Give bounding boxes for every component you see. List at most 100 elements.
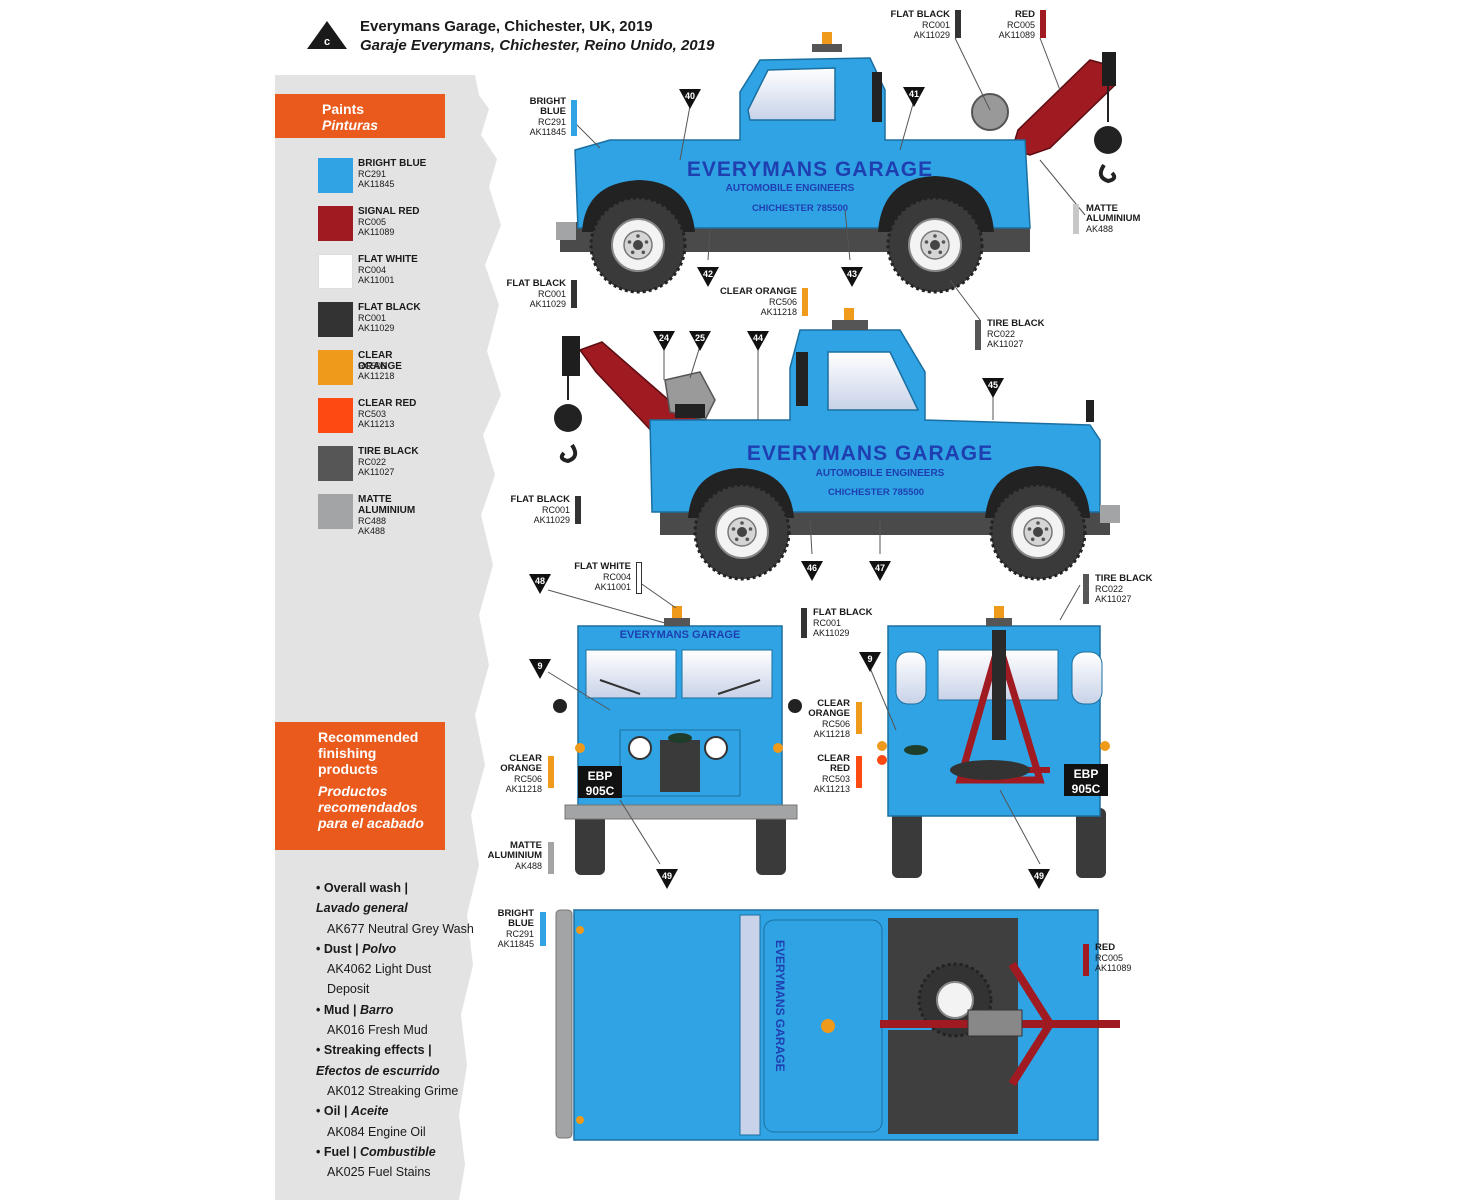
paint-code: RC004	[358, 265, 387, 275]
callout-bar	[856, 756, 862, 788]
paint-code: RC291	[358, 169, 387, 179]
svg-text:CHICHESTER 785500: CHICHESTER 785500	[752, 203, 848, 214]
svg-text:CHICHESTER 785500: CHICHESTER 785500	[828, 487, 924, 498]
triangle-marker-icon	[801, 561, 823, 581]
callout-bar	[1083, 574, 1089, 604]
callout-bar	[955, 10, 961, 38]
color-chip	[318, 350, 353, 385]
front-view: EVERYMANS GARAGE EBP 905C	[553, 606, 802, 875]
finishing-item-title: • Dust | Polvo	[316, 941, 397, 956]
paint-name: FLAT WHITE	[358, 254, 418, 265]
step-marker: 9	[858, 651, 882, 673]
finishing-item-title: • Mud | Barro	[316, 1002, 394, 1017]
paints-heading: Paints Pinturas	[275, 94, 445, 138]
paint-name: CLEAR RED	[358, 398, 417, 409]
callout-bar	[801, 608, 807, 638]
color-chip	[318, 302, 353, 337]
title-english: Everymans Garage, Chichester, UK, 2019	[360, 18, 653, 35]
paint-name: MATTE ALUMINIUM	[358, 494, 416, 516]
paint-name: BRIGHT BLUE	[358, 158, 427, 169]
side-view-right: EVERYMANS GARAGE AUTOMOBILE ENGINEERS CH…	[554, 308, 1120, 581]
paint-name: TIRE BLACK	[358, 446, 419, 457]
finishing-item-product: AK4062 Light Dust Deposit	[327, 962, 432, 997]
triangle-marker-icon	[656, 869, 678, 889]
callout-bar	[856, 702, 862, 734]
finishing-item-product: AK016 Fresh Mud	[327, 1023, 428, 1038]
paint-name: FLAT BLACK	[358, 302, 421, 313]
callout-bar	[548, 756, 554, 788]
triangle-marker-icon	[903, 87, 925, 107]
step-marker: 44	[746, 330, 770, 352]
triangle-marker-icon	[653, 331, 675, 351]
triangle-marker-icon	[689, 331, 711, 351]
finishing-item-title: • Overall wash |	[316, 881, 408, 895]
callout-bar	[540, 912, 546, 946]
svg-text:EVERYMANS GARAGE: EVERYMANS GARAGE	[687, 158, 933, 181]
step-marker: 41	[902, 86, 926, 108]
finishing-item-product: AK025 Fuel Stains	[327, 1165, 431, 1180]
top-view: EVERYMANS GARAGE	[555, 909, 1120, 1141]
svg-text:c: c	[324, 36, 330, 48]
svg-text:905C: 905C	[1072, 782, 1101, 796]
triangle-marker-icon	[529, 659, 551, 679]
svg-text:EVERYMANS GARAGE: EVERYMANS GARAGE	[747, 442, 993, 465]
triangle-marker-icon	[859, 652, 881, 672]
step-marker: 42	[696, 266, 720, 288]
step-marker: 49	[655, 868, 679, 890]
triangle-marker-icon	[679, 89, 701, 109]
paint-code: RC001	[358, 313, 387, 323]
side-view-left: EVERYMANS GARAGE AUTOMOBILE ENGINEERS CH…	[556, 32, 1122, 294]
svg-text:EBP: EBP	[1074, 767, 1099, 781]
color-chip	[318, 254, 353, 289]
paint-code: RC506	[358, 361, 387, 371]
triangle-marker-icon	[841, 267, 863, 287]
callout-bar	[571, 280, 577, 308]
triangle-marker-icon	[1028, 869, 1050, 889]
paint-code: AK488	[358, 526, 386, 536]
color-chip	[318, 446, 353, 481]
paint-code: AK11027	[358, 467, 395, 477]
finishing-heading: Recommended finishing products Productos…	[275, 722, 445, 850]
title-spanish: Garaje Everymans, Chichester, Reino Unid…	[360, 37, 715, 54]
paint-code: RC488	[358, 516, 387, 526]
finishing-item-product: AK084 Engine Oil	[327, 1124, 426, 1139]
paint-code: AK11845	[358, 179, 395, 189]
step-marker: 49	[1027, 868, 1051, 890]
finishing-item-spanish: Lavado general	[316, 901, 408, 916]
svg-text:EVERYMANS GARAGE: EVERYMANS GARAGE	[773, 940, 787, 1072]
color-chip	[318, 494, 353, 529]
svg-text:905C: 905C	[586, 784, 615, 798]
section-badge-icon: c	[307, 21, 347, 49]
finishing-item-title: • Oil | Aceite	[316, 1104, 389, 1119]
color-chip	[318, 158, 353, 193]
callout-bar	[1083, 944, 1089, 976]
step-marker: 45	[981, 377, 1005, 399]
callout-bar	[548, 842, 554, 874]
step-marker: 43	[840, 266, 864, 288]
paint-name: SIGNAL RED	[358, 206, 420, 217]
step-marker: 40	[678, 88, 702, 110]
step-marker: 9	[528, 658, 552, 680]
triangle-marker-icon	[982, 378, 1004, 398]
